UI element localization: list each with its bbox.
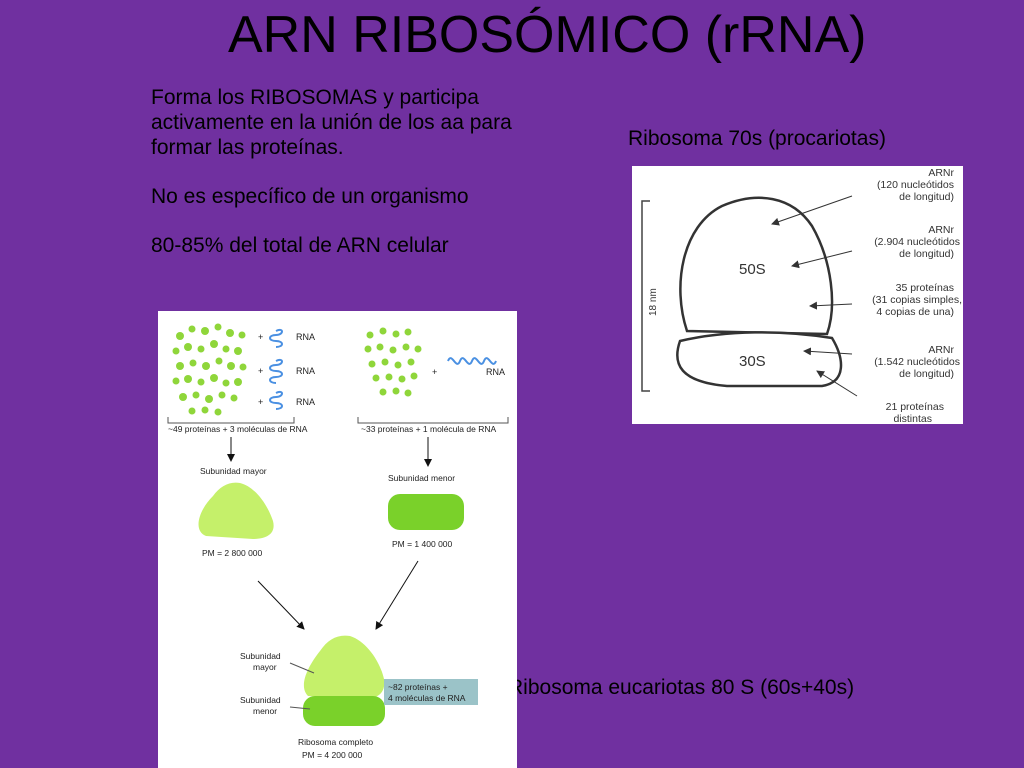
plus-sign: + (258, 366, 263, 376)
arrow (816, 370, 858, 397)
label-50s: 50S (739, 261, 766, 278)
arrow (375, 560, 419, 630)
label-line: distintas (893, 413, 932, 424)
components-small: ~33 proteínas + 1 molécula de RNA (361, 424, 496, 434)
label-line: ARNr (928, 344, 954, 356)
plus-sign: + (258, 332, 263, 342)
bullet-item: 80-85% del total de ARN celular (151, 234, 449, 257)
bullet-item: Forma los RIBOSOMAS y participa activame… (151, 86, 512, 159)
bracket (357, 417, 509, 424)
rna-strands-large (269, 328, 283, 410)
label-line: (31 copias simples, (872, 294, 962, 306)
total-line: 4 moléculas de RNA (388, 693, 466, 703)
label-line: ARNr (928, 167, 954, 179)
arrow (809, 301, 853, 310)
ribosome-80s-diagram: + + + RNA RNA RNA + RNA ~49 proteínas + … (158, 311, 517, 768)
protein-dots-small (364, 327, 422, 397)
rna-label: RNA (296, 332, 315, 342)
assembled-minor-label: menor (253, 706, 277, 716)
rna-label: RNA (296, 366, 315, 376)
arrow (803, 347, 853, 356)
pm-small: PM = 1 400 000 (392, 539, 453, 549)
label-line: ARNr (928, 224, 954, 236)
caption-80s: Ribosoma eucariotas 80 S (60s+40s) (508, 676, 855, 699)
components-large: ~49 proteínas + 3 moléculas de RNA (168, 424, 308, 434)
protein-dots-large (172, 323, 247, 416)
subunit-50s-shape (679, 196, 834, 336)
label-line: de longitud) (899, 191, 954, 203)
assembled-large-subunit (303, 635, 385, 699)
assembled-major-label: mayor (253, 662, 277, 672)
label-large-subunit: Subunidad mayor (200, 466, 267, 476)
label-line: (120 nucleótidos (877, 179, 954, 191)
arrow (257, 580, 305, 630)
label-30s: 30S (739, 353, 766, 370)
plus-sign: + (258, 397, 263, 407)
pm-large: PM = 2 800 000 (202, 548, 263, 558)
subunit-30s-shape (676, 331, 843, 388)
label-line: 35 proteínas (896, 282, 954, 294)
label-small-subunit: Subunidad menor (388, 473, 455, 483)
assembled-minor-label: Subunidad (240, 695, 281, 705)
label-line: de longitud) (899, 248, 954, 260)
label-line: 21 proteínas (886, 401, 944, 413)
large-subunit-shape (198, 482, 274, 539)
bullet-list: Forma los RIBOSOMAS y participa activame… (151, 85, 571, 282)
complete-pm: PM = 4 200 000 (302, 750, 363, 760)
bracket (167, 417, 295, 424)
caption-70s: Ribosoma 70s (procariotas) (628, 127, 886, 150)
rna-label: RNA (296, 397, 315, 407)
arrow (791, 250, 853, 269)
total-box (384, 679, 478, 705)
scale-bracket (641, 200, 650, 392)
plus-sign: + (432, 367, 437, 377)
leader-line (289, 662, 315, 674)
label-line: (2.904 nucleótidos (874, 236, 960, 248)
complete-label: Ribosoma completo (298, 737, 373, 747)
scale-label: 18 nm (648, 288, 659, 316)
label-line: (1.542 nucleótidos (874, 356, 960, 368)
ribosome-70s-diagram: 18 nm 50S 30S ARNr (120 nucleótidos de l… (632, 166, 963, 424)
total-line: ~82 proteínas + (388, 682, 448, 692)
small-subunit-shape (388, 494, 464, 530)
arrow (771, 195, 853, 226)
label-line: de longitud) (899, 368, 954, 380)
slide-title: ARN RIBOSÓMICO (rRNA) (228, 6, 867, 64)
assembled-major-label: Subunidad (240, 651, 281, 661)
rna-label: RNA (486, 367, 505, 377)
label-line: 4 copias de una) (876, 306, 954, 318)
leader-line (289, 706, 311, 710)
rna-strand-small (447, 357, 497, 365)
assembled-small-subunit (303, 696, 385, 726)
bullet-item: No es específico de un organismo (151, 185, 469, 208)
